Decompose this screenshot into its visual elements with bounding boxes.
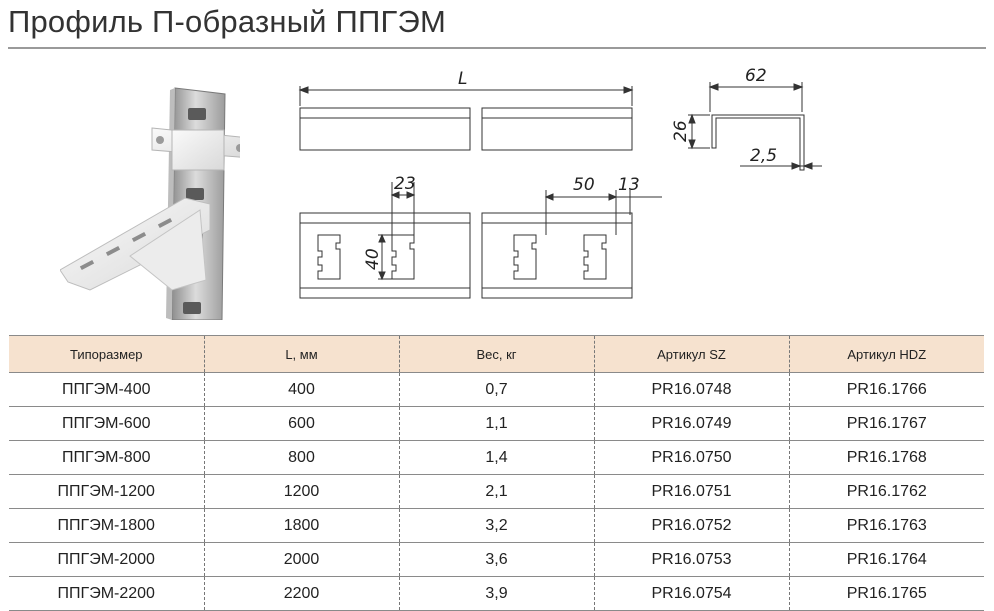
cell-article-sz: PR16.0750 (593, 440, 789, 475)
spec-table: Типоразмер L, мм Вес, кг Артикул SZ Арти… (9, 335, 984, 611)
header-weight: Вес, кг (398, 335, 594, 373)
cell-article-sz: PR16.0754 (593, 576, 789, 611)
cell-weight: 3,2 (398, 508, 594, 543)
cell-length: 400 (203, 372, 399, 407)
cell-article-hdz: PR16.1766 (788, 372, 984, 407)
cell-length: 1200 (203, 474, 399, 509)
title-divider (8, 47, 986, 49)
table-row: ППГЭМ-2000 2000 3,6 PR16.0753 PR16.1764 (9, 542, 984, 577)
cell-article-sz: PR16.0751 (593, 474, 789, 509)
dim-height-label: 26 (671, 120, 691, 142)
cell-length: 2200 (203, 576, 399, 611)
product-photo (60, 87, 240, 320)
cell-article-sz: PR16.0752 (593, 508, 789, 543)
cell-article-hdz: PR16.1763 (788, 508, 984, 543)
dim-slot-height-label: 40 (363, 248, 383, 270)
cell-size: ППГЭМ-1800 (9, 508, 204, 543)
table-row: ППГЭМ-2200 2200 3,9 PR16.0754 PR16.1765 (9, 576, 984, 611)
cell-article-hdz: PR16.1765 (788, 576, 984, 611)
profile-side-view: L (298, 69, 634, 151)
cell-weight: 1,1 (398, 406, 594, 441)
cell-article-hdz: PR16.1767 (788, 406, 984, 441)
table-row: ППГЭМ-1800 1800 3,2 PR16.0752 PR16.1763 (9, 508, 984, 543)
header-size: Типоразмер (9, 335, 204, 373)
header-article-hdz: Артикул HDZ (788, 335, 984, 373)
cell-weight: 3,6 (398, 542, 594, 577)
table-row: ППГЭМ-1200 1200 2,1 PR16.0751 PR16.1762 (9, 474, 984, 509)
technical-drawing: L 62 26 2,5 23 (298, 66, 822, 299)
profile-section-view: 62 26 2,5 (671, 66, 822, 171)
cell-article-hdz: PR16.1764 (788, 542, 984, 577)
cell-size: ППГЭМ-400 (9, 372, 204, 407)
cell-length: 600 (203, 406, 399, 441)
cell-size: ППГЭМ-2200 (9, 576, 204, 611)
table-row: ППГЭМ-400 400 0,7 PR16.0748 PR16.1766 (9, 372, 984, 407)
table-header-row: Типоразмер L, мм Вес, кг Артикул SZ Арти… (9, 335, 984, 373)
dim-length-label: L (458, 69, 467, 89)
cell-length: 1800 (203, 508, 399, 543)
cell-size: ППГЭМ-600 (9, 406, 204, 441)
dim-edge-label: 13 (618, 175, 640, 195)
cell-size: ППГЭМ-800 (9, 440, 204, 475)
header-length: L, мм (203, 335, 399, 373)
header-article-sz: Артикул SZ (593, 335, 789, 373)
cell-length: 2000 (203, 542, 399, 577)
table-row: ППГЭМ-800 800 1,4 PR16.0750 PR16.1768 (9, 440, 984, 475)
page-title: Профиль П-образный ППГЭМ (8, 4, 446, 39)
cell-weight: 3,9 (398, 576, 594, 611)
cell-weight: 2,1 (398, 474, 594, 509)
cell-length: 800 (203, 440, 399, 475)
cell-article-sz: PR16.0749 (593, 406, 789, 441)
dim-slot-width-label: 23 (394, 174, 416, 194)
cell-article-hdz: PR16.1762 (788, 474, 984, 509)
cell-article-sz: PR16.0753 (593, 542, 789, 577)
profile-front-view: 23 40 50 13 (299, 174, 662, 299)
cell-article-sz: PR16.0748 (593, 372, 789, 407)
cell-weight: 1,4 (398, 440, 594, 475)
dim-pitch-label: 50 (573, 175, 595, 195)
cell-weight: 0,7 (398, 372, 594, 407)
dim-thickness-label: 2,5 (750, 146, 777, 166)
dim-width-label: 62 (745, 66, 767, 86)
cell-size: ППГЭМ-2000 (9, 542, 204, 577)
table-row: ППГЭМ-600 600 1,1 PR16.0749 PR16.1767 (9, 406, 984, 441)
cell-size: ППГЭМ-1200 (9, 474, 204, 509)
cell-article-hdz: PR16.1768 (788, 440, 984, 475)
